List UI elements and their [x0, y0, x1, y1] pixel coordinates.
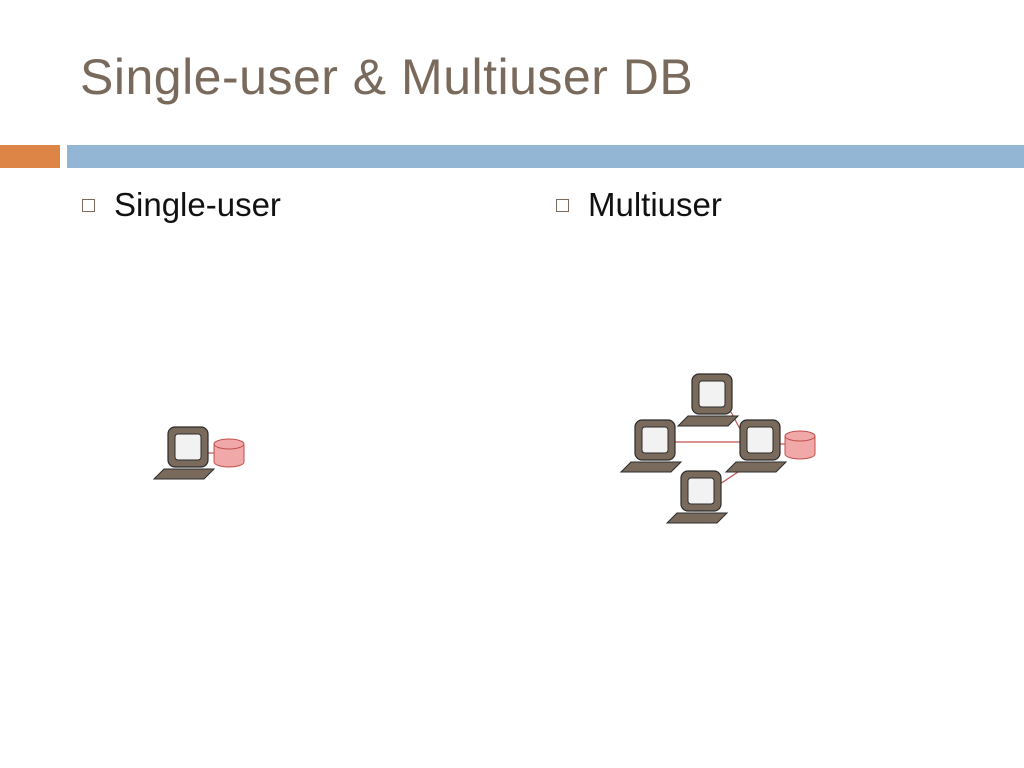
hollow-square-icon — [556, 198, 569, 212]
bullet-label: Single-user — [114, 186, 281, 223]
link-top-computer-hub — [730, 411, 741, 430]
computer-icon — [153, 426, 215, 480]
link-bottom-computer-hub — [719, 467, 745, 485]
link-lines — [206, 411, 786, 485]
computer-icon — [666, 470, 728, 524]
slide-title: Single-user & Multiuser DB — [80, 49, 694, 105]
accent-bar-orange — [0, 145, 60, 168]
database-icon — [213, 438, 245, 468]
accent-bar-blue — [67, 145, 1024, 168]
bullet-multiuser: Multiuser — [556, 186, 722, 224]
computer-icon — [677, 373, 739, 427]
bullet-single-user: Single-user — [82, 186, 281, 224]
bullet-label: Multiuser — [588, 186, 722, 223]
computer-icon — [725, 419, 787, 473]
computer-icon — [620, 419, 682, 473]
hollow-square-icon — [82, 198, 95, 212]
database-icon — [784, 430, 816, 460]
